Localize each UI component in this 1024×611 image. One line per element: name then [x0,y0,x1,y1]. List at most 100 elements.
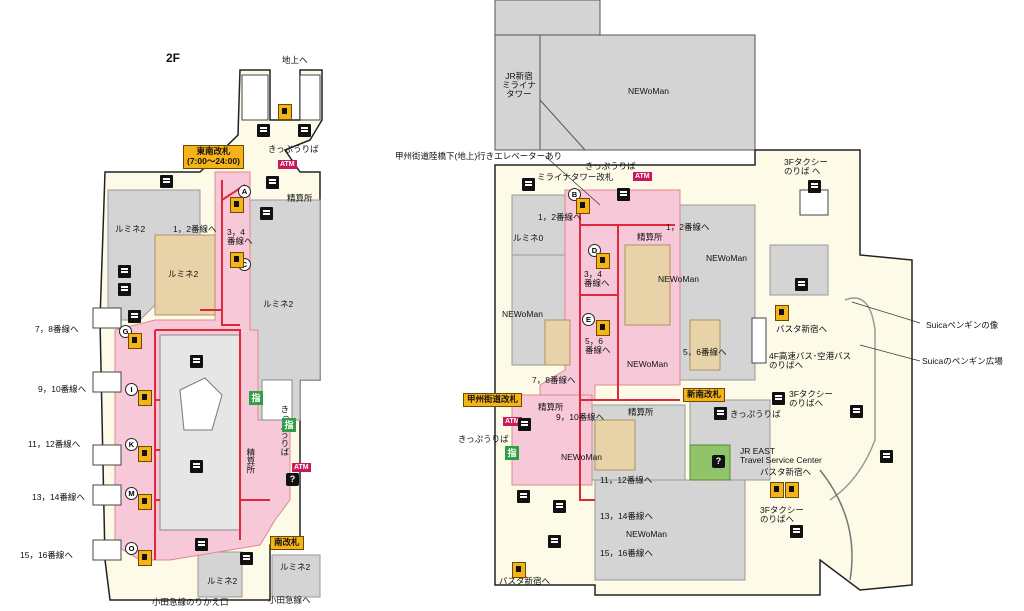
right-elevator-b[interactable]: B [568,188,581,201]
right-busta-elevator-icon-1[interactable] [770,482,784,498]
right-elevator-icon-e[interactable] [596,320,610,336]
right-suica-plaza-edge [829,297,876,501]
right-ticket-right-label: きっぷうりば [730,409,781,419]
right-line12-b-label: 1，2番線へ [666,222,710,232]
right-ticket-machine-icon-3 [518,418,531,431]
right-suica-statue-label: Suicaペンギンの像 [926,320,999,330]
left-fare-adjust-label-2: 精算所 [245,448,256,474]
left-ticket-machine-icon [266,176,279,189]
right-fare-adjust-label: 精算所 [637,232,663,242]
right-ticket-left-label: きっぷうりば [458,434,509,444]
right-accessible-icon-2 [553,500,566,513]
left-elevator-icon-top[interactable] [278,104,292,120]
left-elevator-icon-c[interactable] [230,252,244,268]
right-lumine0-label: ルミネ0 [513,233,544,243]
right-line78-label: 7，8番線へ [532,375,576,385]
left-fare-adjust-label: 精算所 [287,193,313,203]
right-jr-tower-label: JR新宿 ミライナ タワー [502,71,536,99]
left-stairs-910 [92,371,122,393]
left-central-stair [179,377,223,431]
left-elevator-o[interactable]: O [125,542,138,555]
right-busta-elevator-icon-3[interactable] [512,562,526,578]
left-elevator-i[interactable]: I [125,383,138,396]
right-accessible-icon [850,405,863,418]
left-shop-lumine2 [154,234,216,316]
left-to-odakyu-label: 小田急線へ [268,595,311,605]
left-escalator-icon-top-1 [257,124,270,137]
left-atm-1[interactable]: ATM [278,160,297,169]
right-jr-east-label: JR EAST Travel Service Center [740,446,822,465]
left-locker-icon-3 [195,538,208,551]
left-lumine2-label-e: ルミネ2 [280,562,311,572]
left-odakyu-transfer-label: 小田急線のりかえ口 [152,597,229,607]
right-line56-b-label: 5，6番線へ [683,347,727,357]
left-accessible-route [154,180,270,560]
left-atm-2[interactable]: ATM [292,463,311,472]
right-info-question-icon[interactable]: ? [712,455,725,468]
left-lumine2-southeast [271,554,321,598]
right-pointer-elevator-note [544,155,601,206]
right-line1516-label: 15，16番線へ [600,548,653,558]
right-taxi-bottom-label: 3Fタクシー のりばへ [760,505,804,524]
right-gate-koshu[interactable]: 甲州街道改札 [463,393,523,407]
right-elevator-icon-d[interactable] [596,253,610,269]
right-mirai-gate-label: ミライナタワー改札 [537,172,614,182]
right-info-sign[interactable]: 指 [505,446,519,460]
left-line78-label: 7，8番線へ [35,324,79,334]
right-bus-elevator-icon[interactable] [775,305,789,321]
right-ticket-machine-icon-2 [714,407,727,420]
right-tower-block [494,34,541,151]
left-locker-icon [160,175,173,188]
left-elevator-a[interactable]: A [238,185,251,198]
left-info-sign-2[interactable]: 指 [282,418,296,432]
left-to-ground-label: 地上へ [282,55,308,65]
right-busta-elevator-icon-2[interactable] [785,482,799,498]
left-stairs-1516 [92,539,122,561]
right-newoman-left-label: NEWoMan [502,309,543,319]
right-taxi-top-label: 3Fタクシー のりば へ [784,157,828,176]
right-newoman-top-label: NEWoMan [628,86,669,96]
left-elevator-icon-i[interactable] [138,390,152,406]
left-line1314-label: 13，14番線へ [32,492,85,502]
right-fare-adjust-2-label: 精算所 [538,402,564,412]
right-busta-3-label: バスタ新宿へ [499,576,551,586]
right-newoman-center-label: NEWoMan [561,452,602,462]
left-lumine2-label-a: ルミネ2 [115,224,146,234]
left-escalator-icon-34 [260,207,273,220]
left-line910-label: 9，10番線へ [38,384,87,394]
left-elevator-icon-o[interactable] [138,550,152,566]
right-taxi-escalator-icon-3 [790,525,803,538]
right-newoman-bottom [594,479,746,581]
left-gate-southeast[interactable]: 東南改札 (7:00〜24:00) [183,145,244,169]
left-lumine2-south [197,551,243,598]
left-elevator-icon-k[interactable] [138,446,152,462]
right-newoman-bottom-label: NEWoMan [626,529,667,539]
right-fare-adjust-3-label: 精算所 [628,407,654,417]
right-gate-shinminami[interactable]: 新南改札 [683,388,726,402]
left-elevator-icon-a[interactable] [230,197,244,213]
right-taxi-escalator-icon [808,180,821,193]
right-line12-a-label: 1，2番線へ [538,212,582,222]
left-info-question-icon[interactable]: ? [286,473,299,486]
left-elevator-icon-m[interactable] [138,494,152,510]
left-line1112-label: 11，12番線へ [28,439,81,449]
right-atm-2[interactable]: ATM [503,417,522,426]
left-lumine2-label-d: ルミネ2 [207,576,238,586]
right-line1314-label: 13，14番線へ [600,511,653,521]
right-atm-1[interactable]: ATM [633,172,652,181]
right-line1112-label: 11，12番線へ [600,475,653,485]
left-stair-top-2 [299,74,321,121]
left-info-sign-1[interactable]: 指 [249,391,263,405]
right-concourse-lower [511,394,593,486]
right-elevator-e[interactable]: E [582,313,595,326]
left-stairs-1112 [92,444,122,466]
right-ticket-machine-icon [617,188,630,201]
right-elevator-icon-b[interactable] [576,198,590,214]
right-bus-stair [751,317,767,364]
left-ticket-label-1: きっぷうりば [268,144,319,154]
right-newoman-inner-label: NEWoMan [627,359,668,369]
left-gate-south[interactable]: 南改札 [270,536,304,550]
left-elevator-icon-g[interactable] [128,333,142,349]
left-elevator-m[interactable]: M [125,487,138,500]
left-elevator-k[interactable]: K [125,438,138,451]
